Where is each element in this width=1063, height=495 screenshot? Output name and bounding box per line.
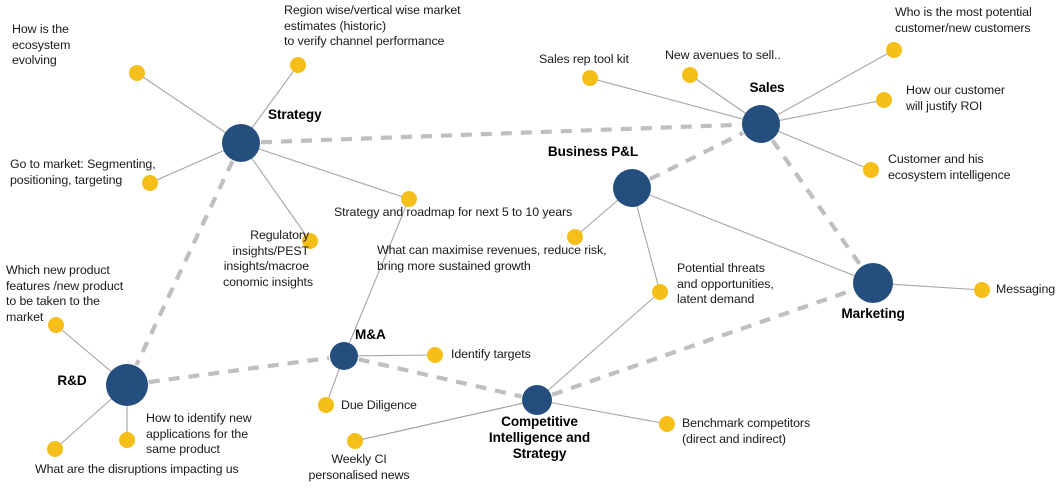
edge-leaf-l10 [760,123,872,171]
edge-cross-2 [343,198,410,357]
edge-leaf-l1 [136,72,242,144]
hub-label-strategy: Strategy [268,107,322,122]
edge-dashed-ci-marketing [551,287,854,397]
edge-leaf-l20 [536,399,668,425]
leaf-label-l6: Sales rep tool kit [539,52,629,66]
edge-leaf-l6 [589,77,762,125]
edge-leaf-l5 [240,142,311,242]
leaf-node-l20[interactable] [659,416,675,432]
edge-dashed-businesspl-sales [648,131,745,181]
leaf-node-l2[interactable] [290,57,306,73]
hub-node-businesspl[interactable] [613,169,651,207]
leaf-node-l12[interactable] [652,284,668,300]
edge-dashed-rnd-mna [148,355,330,385]
leaf-node-l15[interactable] [47,441,63,457]
leaf-label-l18: Due Diligence [341,398,417,412]
hub-label-mna: M&A [355,327,386,342]
leaf-node-l6[interactable] [582,70,598,86]
hub-node-sales[interactable] [742,105,780,143]
leaf-label-l1: How is the ecosystem evolving [12,22,71,67]
edge-leaf-l9 [760,99,885,125]
leaf-node-l18[interactable] [318,397,334,413]
hub-label-businesspl: Business P&L [547,144,639,159]
leaf-label-l7: New avenues to sell.. [665,48,781,62]
leaf-node-l14[interactable] [48,317,64,333]
leaf-label-l15: What are the disruptions impacting us [35,462,239,476]
hub-label-ci: Competitive Intelligence and Strategy [488,414,591,461]
edge-cross-3 [631,187,874,284]
hub-label-sales: Sales [749,80,785,95]
leaf-node-l1[interactable] [129,65,145,81]
leaf-node-l7[interactable] [682,67,698,83]
hub-node-rnd[interactable] [106,364,148,406]
leaf-label-l16: How to identify new applications for the… [146,411,252,456]
leaf-label-l3: Go to market: Segmenting, positioning, t… [10,157,156,187]
leaf-node-l17[interactable] [427,347,443,363]
edge-leaf-l8 [760,49,895,125]
leaf-label-l2: Region wise/vertical wise market estimat… [284,3,461,48]
leaf-node-l16[interactable] [119,432,135,448]
hub-node-mna[interactable] [330,342,358,370]
edge-dashed-strategy-rnd [134,160,235,366]
leaf-label-l4: Strategy and roadmap for next 5 to 10 ye… [334,205,573,219]
leaf-label-l10: Customer and his ecosystem intelligence [888,152,1011,182]
leaf-node-l19[interactable] [347,433,363,449]
leaf-label-l17: Identify targets [451,347,531,361]
edge-dashed-sales-marketing [770,139,863,268]
leaf-label-l11: What can maximise revenues, reduce risk,… [377,243,607,273]
edge-leaf-l17 [343,354,436,357]
leaf-label-l9: How our customer will justify ROI [906,83,1005,113]
hub-node-strategy[interactable] [222,124,260,162]
leaf-node-l8[interactable] [886,42,902,58]
hub-node-marketing[interactable] [853,263,893,303]
leaf-label-l12: Potential threats and opportunities, lat… [677,261,774,306]
leaf-label-l13: Messaging [996,282,1056,296]
leaf-node-l4[interactable] [401,191,417,207]
leaf-label-l5: Regulatory insights/PEST insights/macroe… [223,228,313,289]
leaf-label-l8: Who is the most potential customer/new c… [895,5,1032,35]
leaf-node-l11[interactable] [567,229,583,245]
edge-cross-0 [536,291,661,401]
edge-cross-1 [354,399,538,442]
leaf-node-l5[interactable] [302,233,318,249]
leaf-label-l19: Weekly CI personalised news [308,452,410,482]
leaf-node-l9[interactable] [876,92,892,108]
leaf-label-l14: Which new product features /new product … [6,263,124,324]
edge-leaf-l4 [240,142,410,200]
leaf-node-l3[interactable] [142,175,158,191]
hub-label-rnd: R&D [57,373,87,388]
hub-label-marketing: Marketing [841,306,905,321]
leaf-node-l10[interactable] [863,162,879,178]
edge-dashed-strategy-sales [260,122,742,145]
leaf-label-l20: Benchmark competitors (direct and indire… [682,416,811,446]
leaf-node-l13[interactable] [974,282,990,298]
edge-dashed-mna-ci [358,357,522,399]
hub-node-ci[interactable] [522,385,552,415]
